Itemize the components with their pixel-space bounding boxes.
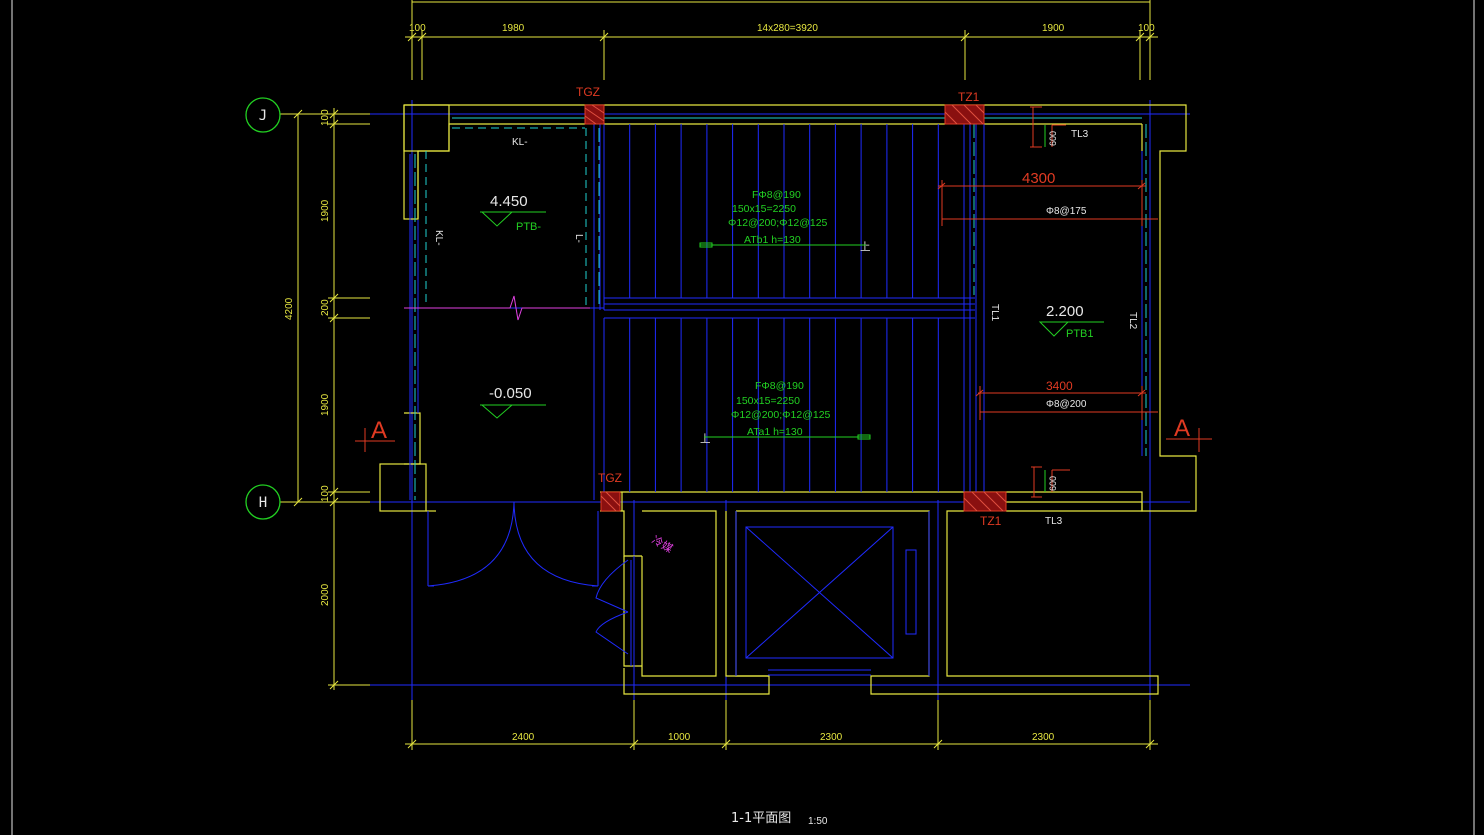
- stair-upper-line3: Φ12@200;Φ12@125: [728, 217, 828, 229]
- column-label-tz1-bottom: TZ1: [980, 514, 1002, 528]
- beam-label-l-mid: L-: [573, 234, 584, 243]
- left-dim-total: 4200: [284, 297, 295, 320]
- section-label-left: A: [371, 417, 387, 444]
- stair-upper-line1: FΦ8@190: [752, 189, 801, 201]
- stair-upper-line2: 150x15=2250: [732, 203, 796, 215]
- left-dim-1900-top: 1900: [320, 199, 331, 222]
- beam-label-tl1: TL1: [989, 304, 1000, 322]
- stair-treads-lower: [629, 318, 939, 492]
- elevation-neg-0050: -0.050: [489, 385, 532, 402]
- top-dim-100-right: 100: [1138, 23, 1155, 34]
- drawing-title: 1-1平面图: [731, 811, 791, 826]
- landing-rebar-lower: Φ8@200: [1046, 399, 1087, 410]
- axis-label-h: H: [259, 495, 267, 511]
- landing-dims: [937, 180, 1158, 420]
- tl3-dim-marks: [1030, 106, 1070, 498]
- elevation-right: 2.200 PTB1: [1038, 303, 1104, 340]
- stair-upper-direction: 上: [860, 241, 871, 253]
- columns: [584, 104, 1007, 512]
- stair-lower-line2: 150x15=2250: [736, 395, 800, 407]
- landing-span-4300: 4300: [1022, 170, 1055, 187]
- top-dim-1980: 1980: [502, 23, 525, 34]
- stair-lower-line3: Φ12@200;Φ12@125: [731, 409, 831, 421]
- axis-bubble-h: H: [245, 484, 281, 520]
- door-swings: [427, 501, 635, 668]
- column-label-tz1-top: TZ1: [958, 90, 980, 104]
- top-dim-100-left: 100: [409, 23, 426, 34]
- section-label-right: A: [1174, 415, 1190, 442]
- column-label-tgz-bottom: TGZ: [598, 471, 622, 485]
- left-dim-100-top: 100: [320, 109, 331, 126]
- tl3-dim-bottom: 600: [1048, 476, 1058, 491]
- beam-label-tl3-bottom: TL3: [1045, 516, 1063, 527]
- beam-lines: [414, 117, 1147, 500]
- slab-ptb-upper: PTB-: [516, 221, 541, 233]
- axis-label-j: J: [259, 108, 267, 124]
- slab-ptb1: PTB1: [1066, 328, 1094, 340]
- drawing-title-block: 1-1平面图 1:50: [731, 811, 828, 827]
- elevator-shaft: [735, 511, 930, 676]
- break-line: [404, 295, 590, 321]
- stair-treads-upper: [629, 124, 939, 298]
- section-mark-right: A: [1166, 415, 1212, 452]
- tl3-dim-top: 600: [1048, 131, 1058, 146]
- stair-lower-line1: FΦ8@190: [755, 380, 804, 392]
- stair-arrows: [699, 242, 871, 440]
- landing-rebar-upper: Φ8@175: [1046, 206, 1087, 217]
- beam-label-kl-left: KL-: [433, 230, 444, 246]
- elevation-4450: 4.450: [490, 193, 528, 210]
- stair-lower-line4: ATa1 h=130: [747, 426, 803, 438]
- bottom-dim-2300-a: 2300: [820, 732, 843, 743]
- axis-bubble-j: J: [245, 97, 281, 133]
- left-dim-100-bottom: 100: [320, 485, 331, 502]
- stair-upper-line4: ATb1 h=130: [744, 234, 801, 246]
- beam-label-kl-top: KL-: [512, 137, 528, 148]
- top-dim-1900: 1900: [1042, 23, 1065, 34]
- drawing-scale: 1:50: [808, 816, 828, 827]
- walls: [379, 104, 1197, 695]
- elevation-2200: 2.200: [1046, 303, 1084, 320]
- beam-label-tl3-top: TL3: [1071, 129, 1089, 140]
- left-dim-2000: 2000: [320, 583, 331, 606]
- left-dim-1900-bottom: 1900: [320, 393, 331, 416]
- top-dim-stairs: 14x280=3920: [757, 23, 818, 34]
- left-dimensions: [280, 108, 370, 690]
- column-label-tgz-top: TGZ: [576, 85, 600, 99]
- beam-label-tl2: TL2: [1127, 312, 1138, 330]
- top-dimensions: [405, 0, 1158, 80]
- room-label-shaft: 冷媒: [650, 533, 676, 555]
- elevation-upper-left: 4.450 PTB-: [480, 193, 546, 233]
- landing-span-3400: 3400: [1046, 379, 1073, 393]
- elevation-lower-left: -0.050: [480, 385, 546, 419]
- stair-lower-direction: 上: [700, 433, 711, 445]
- bottom-dim-2400: 2400: [512, 732, 535, 743]
- bottom-dim-1000: 1000: [668, 732, 691, 743]
- left-dim-200: 200: [320, 299, 331, 316]
- section-mark-left: A: [355, 417, 395, 452]
- bottom-dim-2300-b: 2300: [1032, 732, 1055, 743]
- drawing-frame: [11, 0, 1475, 835]
- bottom-dimensions: [405, 700, 1158, 750]
